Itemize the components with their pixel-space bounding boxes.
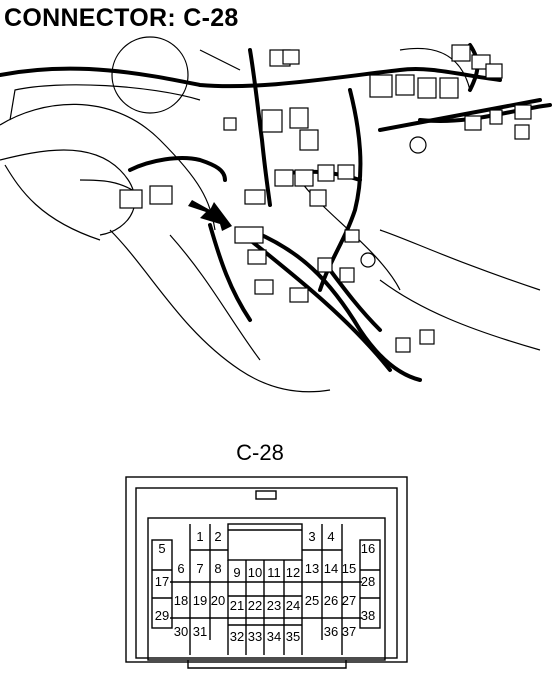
pin-28-label: 28 [361,574,375,589]
pin-5-label: 5 [158,541,165,556]
pin-25-label: 25 [305,593,319,608]
pin-8-label: 8 [214,561,221,576]
pin-1-label: 1 [196,529,203,544]
pin-6-label: 6 [177,561,184,576]
pin-22-label: 22 [248,598,262,613]
pin-32-label: 32 [230,629,244,644]
pin-36-label: 36 [324,624,338,639]
pin-37-label: 37 [342,624,356,639]
pin-12-label: 12 [286,565,300,580]
pin-16-label: 16 [361,541,375,556]
connector-label: C-28 [236,440,284,465]
pin-34-label: 34 [267,629,281,644]
harness-illustration [0,36,552,393]
pin-30-label: 30 [174,624,188,639]
pin-23-label: 23 [267,598,281,613]
pin-2-label: 2 [214,529,221,544]
pin-29-label: 29 [155,608,169,623]
pin-10-label: 10 [248,565,262,580]
pin-21-label: 21 [230,598,244,613]
pin-26-label: 26 [324,593,338,608]
pin-33-label: 33 [248,629,262,644]
pin-35-label: 35 [286,629,300,644]
pin-20-label: 20 [211,593,225,608]
pin-18-label: 18 [174,593,188,608]
pin-13-label: 13 [305,561,319,576]
pin-17-label: 17 [155,574,169,589]
pin-24-label: 24 [286,598,300,613]
pin-7-label: 7 [196,561,203,576]
pin-4-label: 4 [327,529,334,544]
pin-19-label: 19 [193,593,207,608]
pin-15-label: 15 [342,561,356,576]
pin-14-label: 14 [324,561,338,576]
pin-38-label: 38 [361,608,375,623]
page-title: CONNECTOR: C-28 [4,4,239,32]
pin-9-label: 9 [233,565,240,580]
pin-27-label: 27 [342,593,356,608]
pin-3-label: 3 [308,529,315,544]
pin-31-label: 31 [193,624,207,639]
pin-11-label: 11 [267,565,281,580]
